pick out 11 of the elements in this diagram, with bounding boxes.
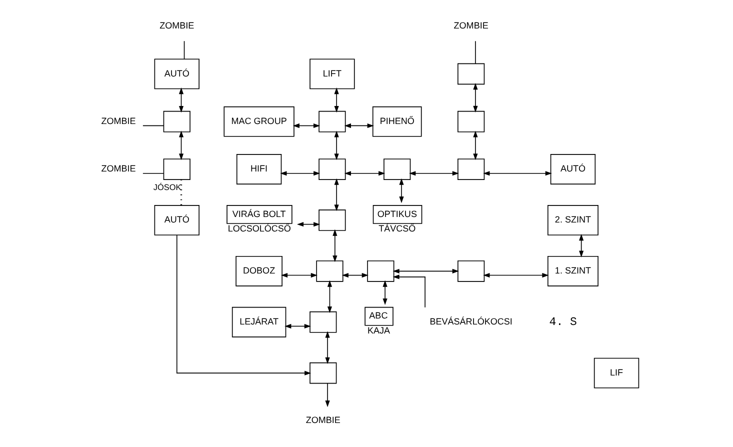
label: 4. S (549, 316, 577, 330)
node-text: ZOMBIE (454, 20, 488, 31)
node-text: ZOMBIE (101, 164, 136, 174)
node-label: TÁVCSŐ (378, 224, 416, 234)
node-text: BEVÁSÁRLÓKOCSI (430, 316, 512, 326)
node-text: ZOMBIE (101, 116, 136, 126)
node-label: LOCSOLÓCSŐ (228, 224, 291, 234)
node-label: KAJA (368, 325, 390, 336)
node-text: ZOMBIE (160, 20, 194, 31)
edge-label: JÓSOK (153, 182, 182, 192)
node-text: ZOMBIE (306, 415, 340, 426)
